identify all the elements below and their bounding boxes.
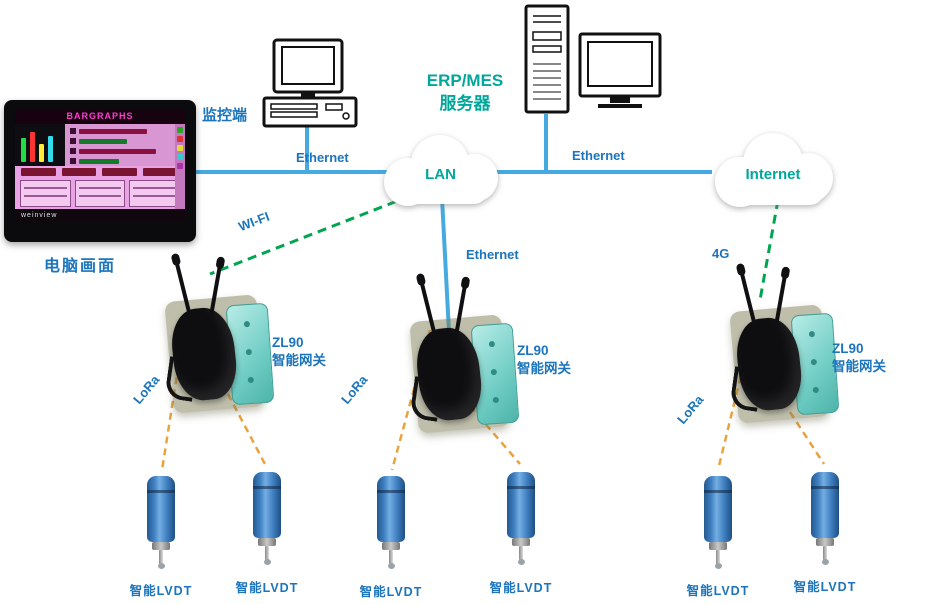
- hmi-vertical-bars: [15, 124, 65, 166]
- wire-wifi-gateway1: [209, 194, 411, 276]
- gateway-1-name: 智能网关: [272, 353, 326, 369]
- hmi-brand-strip: weinview: [15, 209, 185, 221]
- hmi-tag-strip: [15, 166, 185, 178]
- hmi-bargraph-area: [15, 124, 185, 166]
- sensor-6-label: 智能LVDT: [793, 580, 857, 594]
- hmi-caption: 电脑画面: [44, 258, 117, 275]
- internet-label: Internet: [745, 166, 801, 183]
- ethernet-label-left: Ethernet: [296, 150, 349, 165]
- sensor-1: [146, 472, 176, 572]
- server-caption-line2: 服务器: [439, 93, 491, 113]
- pc-caption: 监控端: [202, 107, 248, 124]
- server-caption-line1: ERP/MES: [426, 71, 504, 90]
- gateway-3-model: ZL90: [832, 341, 864, 356]
- gateway-1-label: ZL90 智能网关: [272, 334, 326, 370]
- lan-cloud-shape: [384, 135, 498, 206]
- sensor-1-label: 智能LVDT: [129, 584, 193, 598]
- sensor-6: [810, 468, 840, 568]
- gateway-2-label: ZL90 智能网关: [517, 342, 571, 378]
- gateway-3-label: ZL90 智能网关: [832, 340, 886, 376]
- lan-cloud: LAN: [368, 130, 513, 215]
- monitoring-pc: [262, 38, 358, 137]
- wire-lora-g3-s6: [788, 411, 826, 465]
- hmi-horizontal-bars: [65, 124, 185, 166]
- pc-drawing: [262, 38, 358, 128]
- hmi-panel: BARGRAPHS weinview: [4, 100, 196, 242]
- hmi-screen-title: BARGRAPHS: [15, 109, 185, 124]
- hmi-screen: BARGRAPHS weinview: [15, 109, 185, 221]
- internet-cloud-shape: [715, 133, 833, 207]
- sensor-3: [376, 472, 406, 572]
- gateway-1: [163, 259, 275, 420]
- sensor-4: [506, 468, 536, 568]
- gateway-2-model: ZL90: [517, 343, 549, 358]
- internet-cloud: Internet: [698, 128, 848, 216]
- 4g-label: 4G: [712, 246, 730, 261]
- gateway-3-name: 智能网关: [832, 359, 886, 375]
- sensor-2: [252, 468, 282, 568]
- hmi-table-boxes: [15, 178, 185, 209]
- wire-4g-gateway3: [758, 199, 780, 301]
- gateway-3: [728, 269, 840, 430]
- ethernet-label-right: Ethernet: [572, 148, 625, 163]
- sensor-5-label: 智能LVDT: [686, 584, 750, 598]
- wire-lan-gateway2: [440, 197, 451, 333]
- lan-label: LAN: [425, 166, 456, 183]
- gateway-2: [408, 279, 520, 440]
- server-drawing: [524, 4, 662, 114]
- sensor-2-label: 智能LVDT: [235, 581, 299, 595]
- gateway-2-name: 智能网关: [517, 361, 571, 377]
- server-caption: ERP/MES 服务器: [422, 70, 508, 116]
- gateway-1-model: ZL90: [272, 335, 304, 350]
- sensor-4-label: 智能LVDT: [489, 581, 553, 595]
- hmi-side-buttons: [175, 124, 185, 209]
- ethernet-label-gateway: Ethernet: [466, 247, 519, 262]
- sensor-3-label: 智能LVDT: [359, 585, 423, 599]
- erp-mes-server: [524, 4, 664, 121]
- sensor-5: [703, 472, 733, 572]
